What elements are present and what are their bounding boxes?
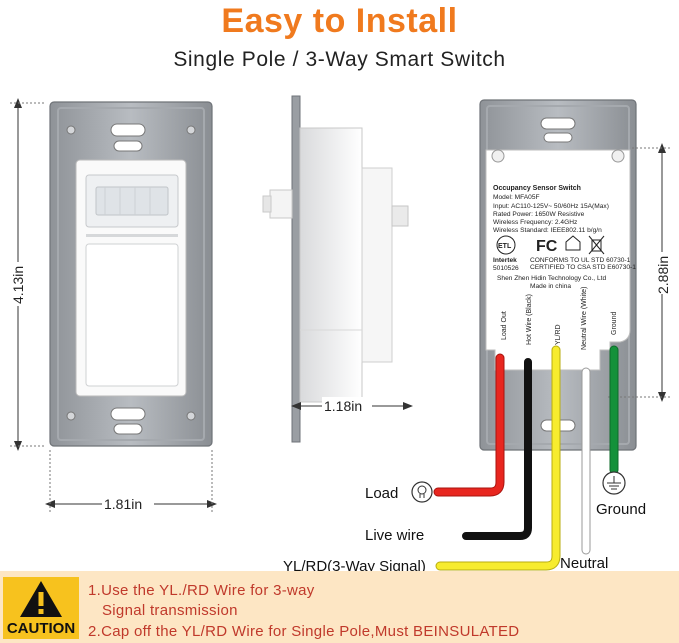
page-subtitle: Single Pole / 3-Way Smart Switch bbox=[173, 48, 506, 71]
ground-label: Ground bbox=[596, 501, 646, 518]
ground-symbol-icon bbox=[602, 471, 626, 495]
page-title: Easy to Install bbox=[221, 2, 458, 40]
width-label: 1.81in bbox=[104, 496, 142, 512]
caution-banner bbox=[0, 571, 679, 643]
label-company: Shen Zhen Hidin Technology Co., Ltd bbox=[497, 275, 606, 282]
terminal-label-neutral: Neutral Wire (White) bbox=[581, 287, 588, 350]
house-icon bbox=[565, 235, 581, 251]
back-height-dimension: 2.88in bbox=[608, 143, 672, 402]
live-wire-label: Live wire bbox=[365, 527, 424, 544]
mounting-slot-icon bbox=[110, 123, 146, 137]
label-certified: CERTIFIED TO CSA STD E60730-1 bbox=[530, 264, 636, 271]
etl-logo-icon bbox=[496, 235, 516, 255]
front-view-switch bbox=[49, 101, 213, 447]
label-power: Rated Power: 1650W Resistive bbox=[493, 211, 585, 218]
terminal-label-yl-rd: YL/RD bbox=[555, 324, 562, 345]
neutral-label: Neutral bbox=[560, 555, 608, 572]
label-frequency: Wireless Frequency: 2.4GHz bbox=[493, 219, 577, 226]
caution-line-2: Signal transmission bbox=[102, 602, 238, 619]
light-bulb-icon bbox=[411, 481, 433, 503]
wires bbox=[433, 345, 619, 571]
label-conforms: CONFORMS TO UL STD 60730-1 bbox=[530, 257, 631, 264]
label-standard: Wireless Standard: IEEE802.11 b/g/n bbox=[493, 227, 602, 234]
label-made-in: Made in china bbox=[530, 283, 571, 290]
yl-rd-label: YL/RD(3-Way Signal) bbox=[283, 558, 426, 575]
recycle-bin-icon bbox=[588, 235, 605, 255]
depth-dimension: 1.18in bbox=[291, 397, 413, 415]
terminal-label-load-out: Load Out bbox=[501, 311, 508, 340]
back-height-label: 2.88in bbox=[655, 256, 671, 294]
back-view-switch: Occupancy Sensor Switch Model: MFA05F In… bbox=[479, 99, 637, 451]
height-label: 4.13in bbox=[10, 266, 26, 304]
live-wire bbox=[462, 358, 532, 540]
etl-mark: ETL bbox=[498, 243, 512, 250]
label-model: Model: MFA05F bbox=[493, 194, 540, 201]
height-dimension: 4.13in bbox=[9, 98, 46, 451]
side-view-switch bbox=[262, 95, 409, 443]
label-input: Input: AC110-125V~ 50/60Hz 15A(Max) bbox=[493, 203, 609, 210]
width-dimension: 1.81in bbox=[45, 450, 217, 514]
label-heading: Occupancy Sensor Switch bbox=[493, 185, 581, 192]
label-intertek-no: 5010526 bbox=[493, 265, 519, 272]
load-label: Load bbox=[365, 485, 398, 502]
caution-label: CAUTION bbox=[3, 619, 79, 639]
caution-line-3: 2.Cap off the YL/RD Wire for Single Pole… bbox=[88, 623, 520, 640]
label-intertek: Intertek bbox=[493, 257, 517, 264]
fc-logo-icon: FC bbox=[536, 238, 558, 255]
depth-label: 1.18in bbox=[324, 398, 362, 414]
terminal-label-hot-wire: Hot Wire (Black) bbox=[526, 294, 533, 345]
yl-rd-wire bbox=[436, 346, 560, 570]
terminal-label-ground: Ground bbox=[611, 312, 618, 335]
load-wire bbox=[434, 354, 504, 496]
caution-line-1: 1.Use the YL./RD Wire for 3-way bbox=[88, 582, 315, 599]
